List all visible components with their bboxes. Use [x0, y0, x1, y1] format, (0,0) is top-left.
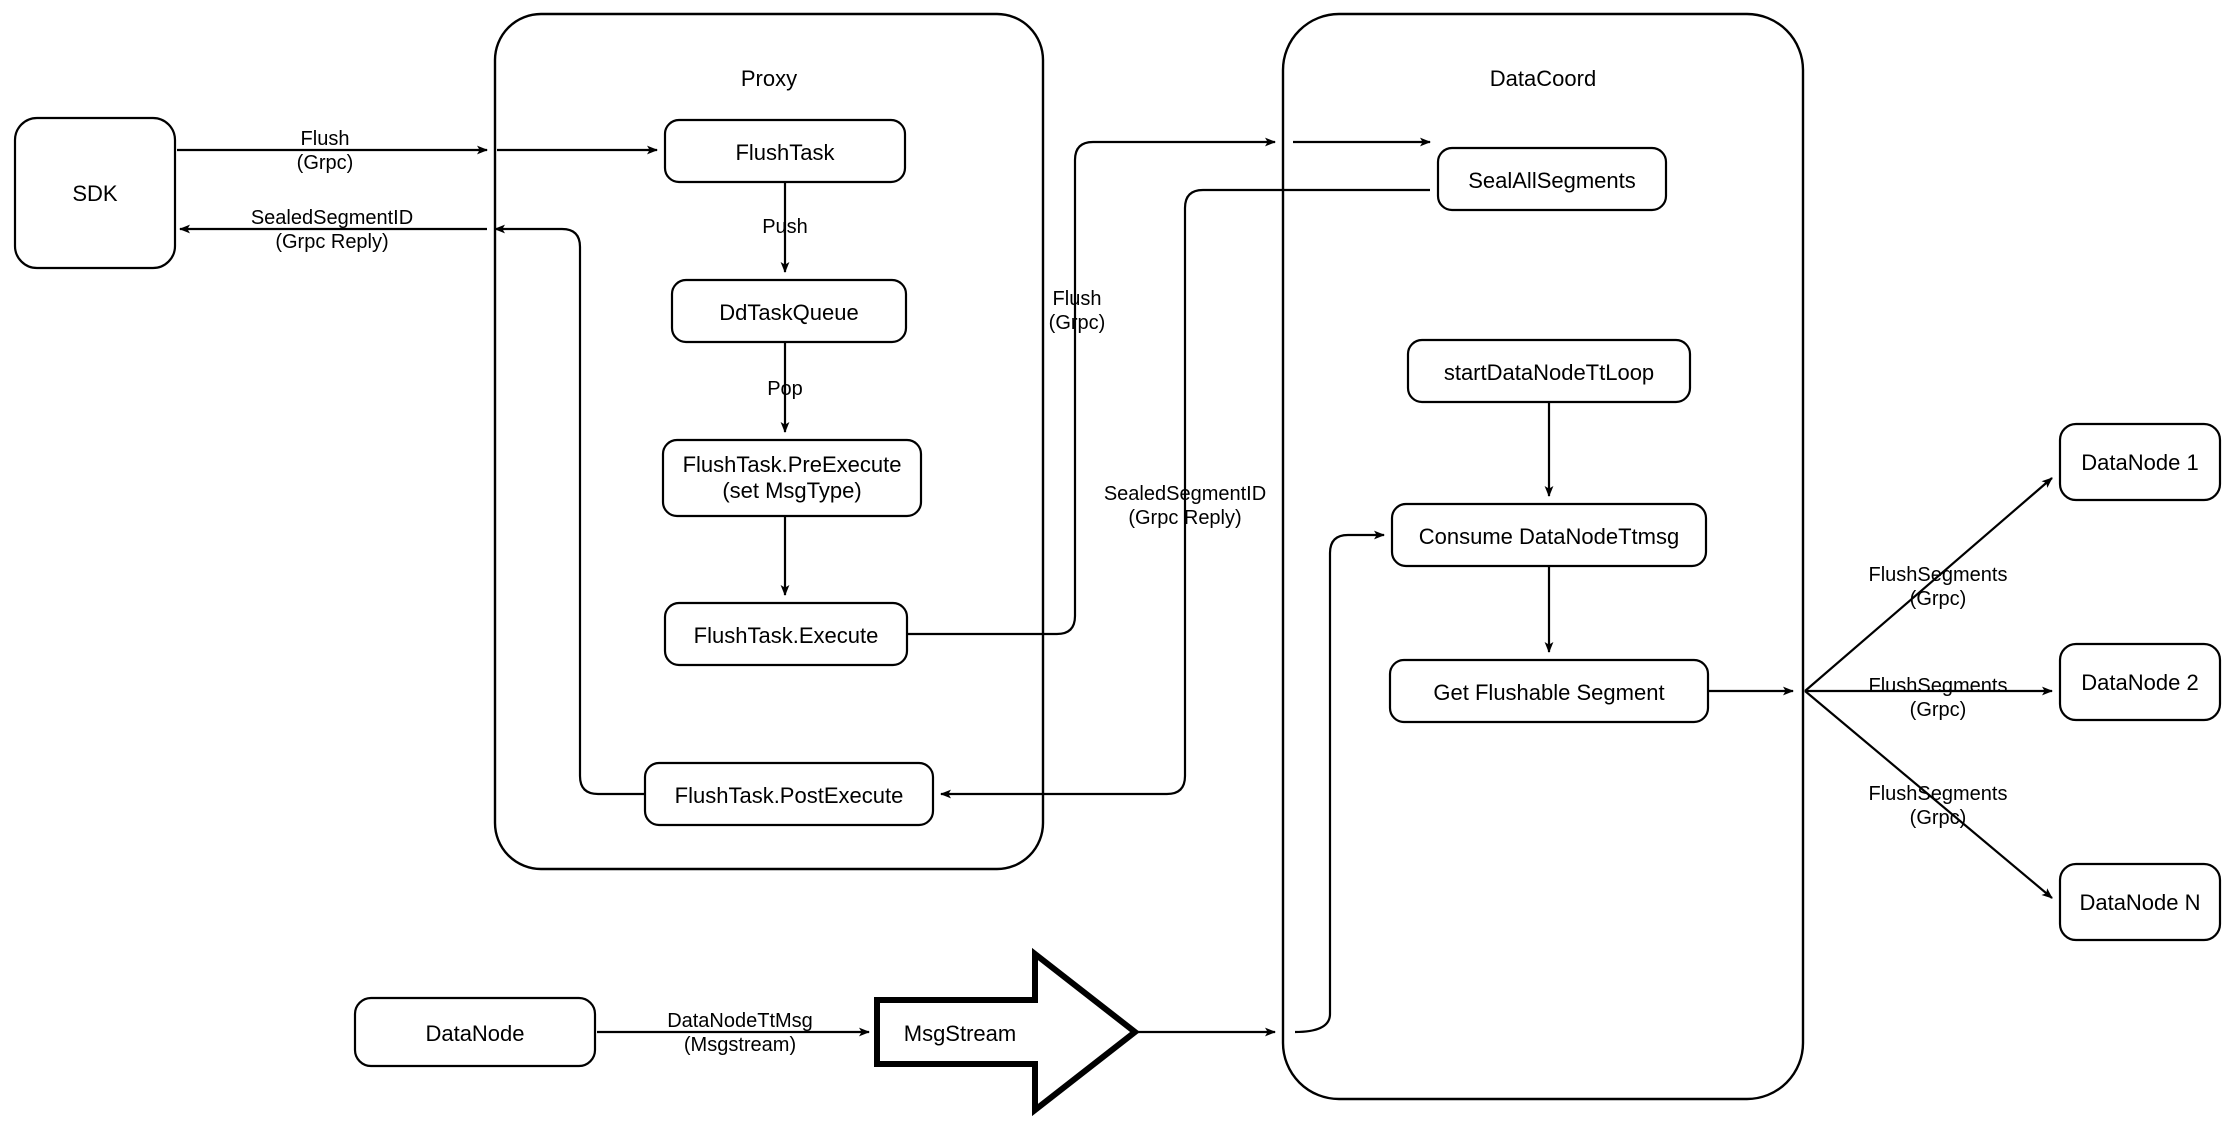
datanode-n-box[interactable]: [2058, 862, 2222, 942]
execute-box[interactable]: [663, 601, 909, 667]
dd-task-queue-box[interactable]: [670, 278, 908, 344]
edge-execute-to-datacoord-flush: [907, 137, 1276, 636]
flush-task-box[interactable]: [663, 118, 907, 184]
pre-execute-box[interactable]: [661, 438, 923, 518]
sdk-node-box[interactable]: [13, 116, 177, 270]
edge-postexecute-to-reply-riser: [494, 224, 645, 796]
datanode-1-box[interactable]: [2058, 422, 2222, 502]
datacoord-container: [1281, 12, 1805, 1101]
msgstream-shape[interactable]: [874, 947, 1140, 1117]
proxy-container: [493, 12, 1045, 871]
edge-hub-to-datanode-1: [1804, 477, 2053, 692]
seal-all-segments-box[interactable]: [1436, 146, 1668, 212]
edge-hub-to-datanode-n: [1804, 690, 2053, 899]
consume-datanode-ttmsg-box[interactable]: [1390, 502, 1708, 568]
datanode-bottom-box[interactable]: [353, 996, 597, 1068]
edge-datacoord-to-postexecute-reply: [940, 188, 1430, 799]
start-datanode-tt-loop-box[interactable]: [1406, 338, 1692, 404]
datanode-2-box[interactable]: [2058, 642, 2222, 722]
get-flushable-segment-box[interactable]: [1388, 658, 1710, 724]
post-execute-box[interactable]: [643, 761, 935, 827]
edge-datacoord-wall-to-consume: [1294, 530, 1385, 1034]
